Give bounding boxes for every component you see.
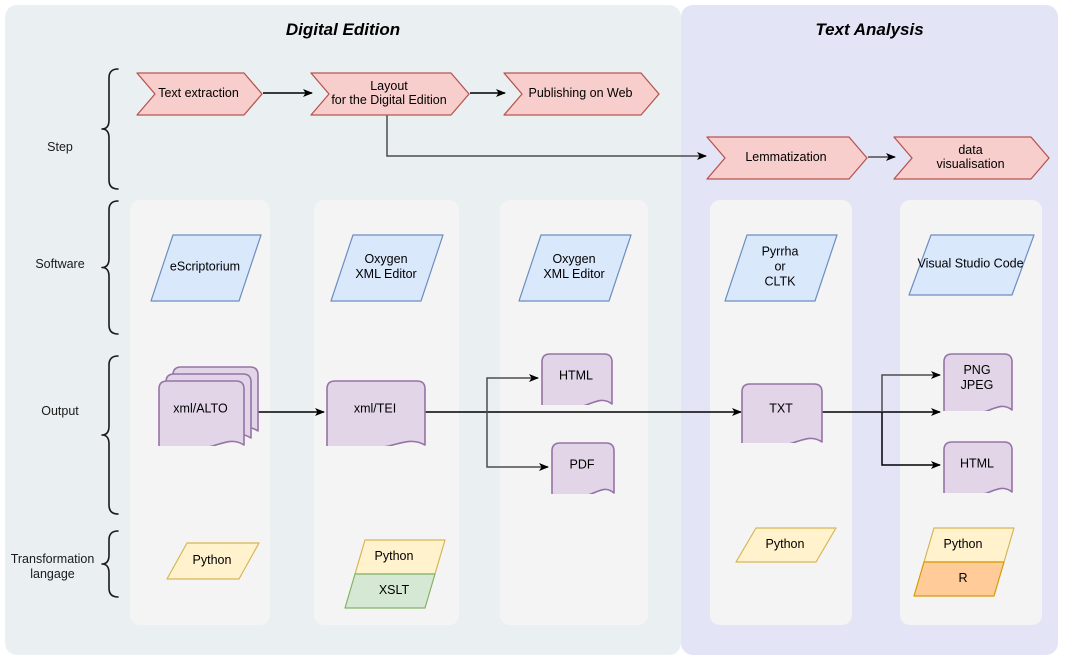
out-html-1[interactable]: HTML: [541, 353, 613, 405]
document-shape: [541, 353, 613, 405]
parallelogram-shape: [330, 234, 444, 302]
step-lemmatization[interactable]: Lemmatization: [706, 136, 868, 180]
out-txt[interactable]: TXT: [741, 383, 823, 443]
row-label-line: langage: [30, 567, 75, 581]
document-shape: [943, 441, 1013, 493]
chevron-shape: [503, 72, 660, 116]
out-xml-tei[interactable]: xml/TEI: [326, 380, 426, 446]
phase-title-text-analysis: Text Analysis: [815, 20, 924, 39]
brace-glyph: [101, 355, 119, 515]
document-shape: [943, 353, 1013, 411]
phase-title-digital-edition: Digital Edition: [285, 20, 401, 39]
row-label-line: Software: [35, 257, 85, 271]
document-shape: [741, 383, 823, 443]
document-shape: [551, 442, 615, 494]
chevron-shape: [893, 136, 1050, 180]
parallelogram-stack-shape: [344, 539, 446, 609]
lang-python-r-label-1: R: [958, 571, 968, 585]
out-xml-alto[interactable]: xml/ALTO: [158, 366, 259, 446]
row-label-output: Output: [20, 404, 100, 419]
row-label-line: Step: [47, 140, 73, 154]
step-publishing[interactable]: Publishing on Web: [503, 72, 660, 116]
lang-python-1-label-0: Python: [192, 553, 232, 567]
brace-software: [100, 200, 122, 335]
step-text-extraction[interactable]: Text extraction: [136, 72, 263, 116]
lang-python-1[interactable]: Python: [166, 542, 260, 580]
parallelogram-shape: [908, 234, 1035, 296]
row-label-line: Transformation: [10, 552, 95, 566]
sw-vscode[interactable]: Visual Studio Code: [908, 234, 1035, 296]
row-label-line: Output: [41, 404, 79, 418]
parallelogram-shape: [518, 234, 632, 302]
parallelogram-stack-shape: [913, 527, 1015, 597]
parallelogram-shape: [150, 234, 262, 302]
brace-glyph: [101, 68, 119, 190]
brace-glyph: [101, 530, 119, 598]
chevron-shape: [706, 136, 868, 180]
out-html-2[interactable]: HTML: [943, 441, 1013, 493]
brace-step: [100, 68, 122, 190]
brace-glyph: [101, 200, 119, 335]
row-label-software: Software: [20, 257, 100, 272]
parallelogram-stack-shape: [735, 527, 837, 563]
lang-python-r-label-0: Python: [943, 537, 983, 551]
chevron-shape: [136, 72, 263, 116]
chevron-shape: [310, 72, 470, 116]
brace-output: [100, 355, 122, 515]
parallelogram-stack-shape: [166, 542, 260, 580]
sw-escriptorium[interactable]: eScriptorium: [150, 234, 262, 302]
lang-python-xslt-label-0: Python: [374, 549, 414, 563]
multi-document-shape: [158, 366, 259, 446]
document-shape: [326, 380, 426, 446]
row-label-step: Step: [20, 140, 100, 155]
out-pdf[interactable]: PDF: [551, 442, 615, 494]
brace-transformation: [100, 530, 122, 598]
lang-python-3[interactable]: Python: [735, 527, 837, 563]
parallelogram-shape: [724, 234, 838, 302]
lang-python-xslt-label-1: XSLT: [378, 583, 410, 597]
lang-python-3-label-0: Python: [765, 537, 805, 551]
